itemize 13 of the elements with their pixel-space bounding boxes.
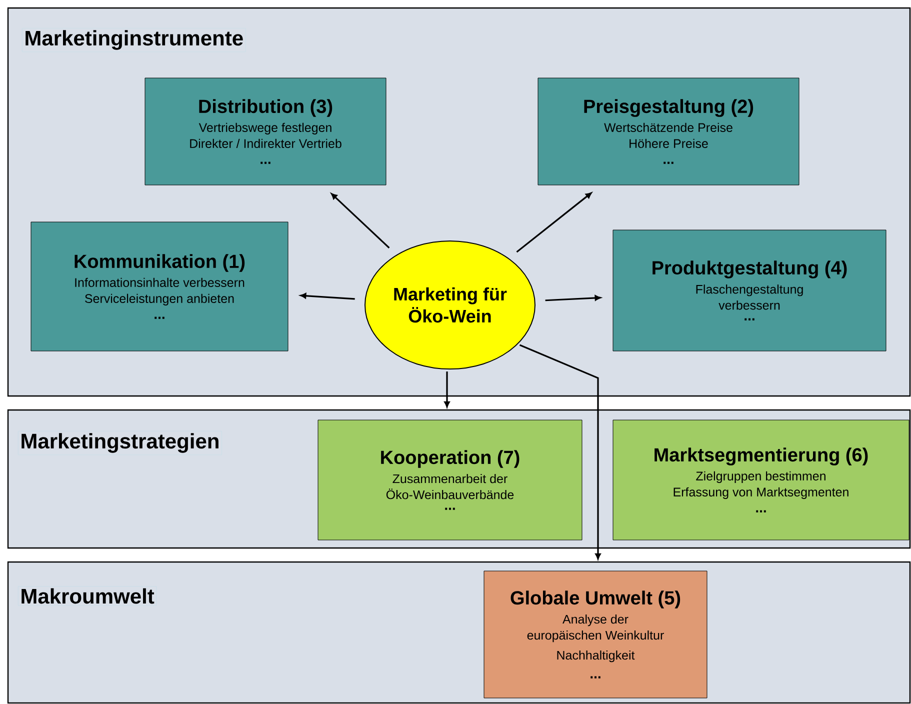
arrow [444,372,450,408]
topic-box: Marktsegmentierung (6) Zielgruppen bestimmen Erfassung von Marktsegmenten ... [612,420,910,540]
topic-box: Kooperation (7) Zusammenarbeit der Öko-Weinbauverbände ... [318,420,582,540]
arrow [516,192,592,253]
arrow [519,344,601,560]
topic-box: Kommunikation (1) Informationsinhalte verbessern Serviceleistungen anbieten ... [30,222,288,352]
arrow [545,295,601,302]
topic-box: Produktgestaltung (4) Flaschengestaltung verbessern ... [612,230,886,352]
arrow [331,193,390,248]
topic-box: Globale Umwelt (5) Analyse der europäischen Weinkultur Nachhaltigkeit ... [484,570,708,698]
topic-box: Distribution (3) Vertriebswege festlegen Direkter / Indirekter Vertrieb ... [144,78,386,186]
topic-box: Preisgestaltung (2) Wertschätzende Preise Höhere Preise ... [538,78,800,186]
arrow [300,292,355,300]
